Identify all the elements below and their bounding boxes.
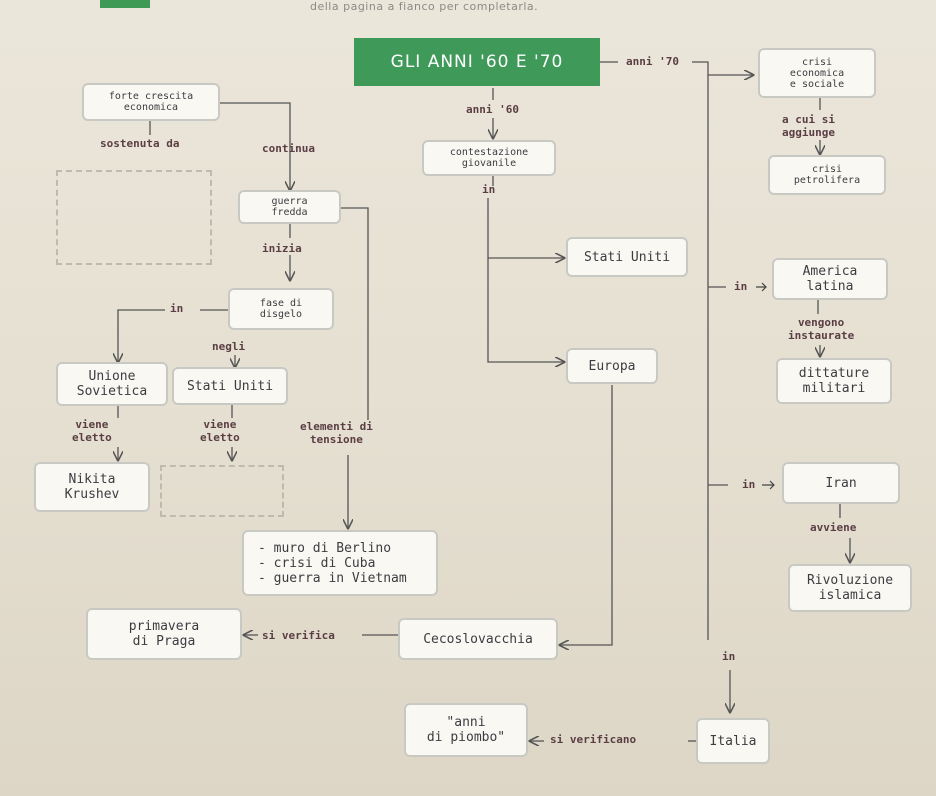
node-america-latina: America latina xyxy=(772,258,888,300)
label-anni-60: anni '60 xyxy=(466,103,519,116)
node-guerra-fredda: guerra fredda xyxy=(238,190,341,224)
label-in-iran: in xyxy=(742,478,756,491)
label-elementi-tensione: elementi di tensione xyxy=(300,420,373,446)
label-a-cui-si-aggiunge: a cui si aggiunge xyxy=(782,113,835,139)
node-tensioni-list: - muro di Berlino - crisi di Cuba - guer… xyxy=(242,530,438,596)
blank-answer-box-2 xyxy=(160,465,284,517)
node-contestazione-giovanile: contestazione giovanile xyxy=(422,140,556,176)
node-cecoslovacchia: Cecoslovacchia xyxy=(398,618,558,660)
node-forte-crescita: forte crescita economica xyxy=(82,83,220,121)
node-primavera-praga: primavera di Praga xyxy=(86,608,242,660)
node-stati-uniti: Stati Uniti xyxy=(566,237,688,277)
label-anni-70: anni '70 xyxy=(626,55,679,68)
blank-answer-box-1 xyxy=(56,170,212,265)
label-si-verifica: si verifica xyxy=(262,629,335,642)
label-avviene: avviene xyxy=(810,521,857,534)
label-in-disgelo: in xyxy=(170,302,184,315)
node-dittature-militari: dittature militari xyxy=(776,358,892,404)
label-in-contestazione: in xyxy=(482,183,496,196)
node-crisi-petrolifera: crisi petrolifera xyxy=(768,155,886,195)
label-inizia: inizia xyxy=(262,242,302,255)
label-in-italia: in xyxy=(722,650,736,663)
label-si-verificano: si verificano xyxy=(550,733,637,746)
diagram-title: GLI ANNI '60 E '70 xyxy=(354,38,600,86)
label-sostenuta-da: sostenuta da xyxy=(100,137,180,150)
node-rivoluzione-islamica: Rivoluzione islamica xyxy=(788,564,912,612)
node-fase-disgelo: fase di disgelo xyxy=(228,288,334,330)
label-in-america: in xyxy=(734,280,748,293)
node-iran: Iran xyxy=(782,462,900,504)
node-nikita-krushev: Nikita Krushev xyxy=(34,462,150,512)
node-europa: Europa xyxy=(566,348,658,384)
label-viene-eletto-1: viene eletto xyxy=(72,418,112,444)
green-tab xyxy=(100,0,150,8)
label-continua: continua xyxy=(262,142,315,155)
node-unione-sovietica: Unione Sovietica xyxy=(56,362,168,406)
label-negli: negli xyxy=(212,340,246,353)
node-crisi-economica: crisi economica e sociale xyxy=(758,48,876,98)
node-anni-di-piombo: "anni di piombo" xyxy=(404,703,528,757)
label-vengono-instaurate: vengono instaurate xyxy=(788,316,855,342)
node-italia: Italia xyxy=(696,718,770,764)
page-header-text: della pagina a fianco per completarla. xyxy=(310,0,539,13)
node-stati-uniti-left: Stati Uniti xyxy=(172,367,288,405)
label-viene-eletto-2: viene eletto xyxy=(200,418,240,444)
